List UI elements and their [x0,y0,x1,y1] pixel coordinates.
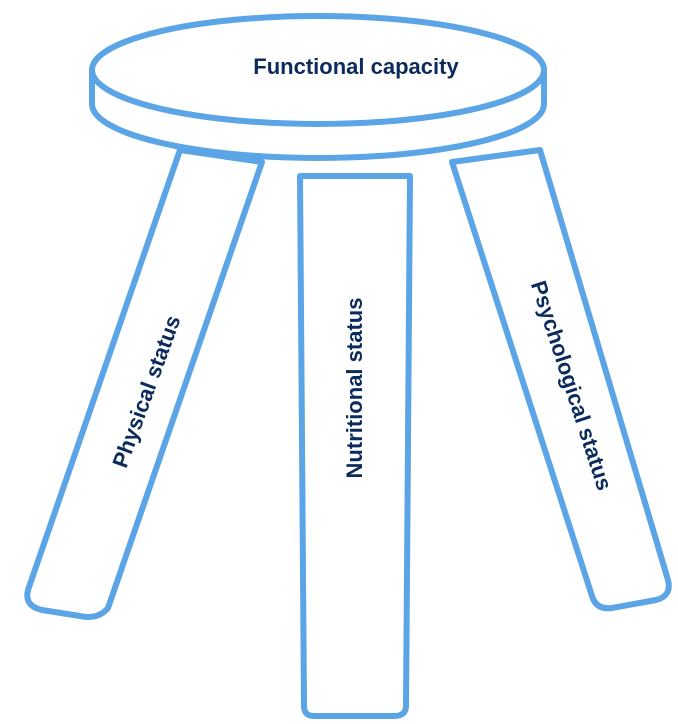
stool-seat: Functional capacity [89,13,547,161]
leg-psychological-shape [449,147,672,612]
seat-top [89,13,547,127]
leg-psychological-status: Psychological status [449,147,672,612]
leg-nutritional-label: Nutritional status [342,298,367,479]
leg-physical-shape [24,147,265,620]
leg-nutritional-status: Nutritional status [297,173,413,719]
leg-physical-status: Physical status [24,147,265,620]
seat-label: Functional capacity [253,54,459,79]
leg-nutritional-shape [297,173,413,719]
